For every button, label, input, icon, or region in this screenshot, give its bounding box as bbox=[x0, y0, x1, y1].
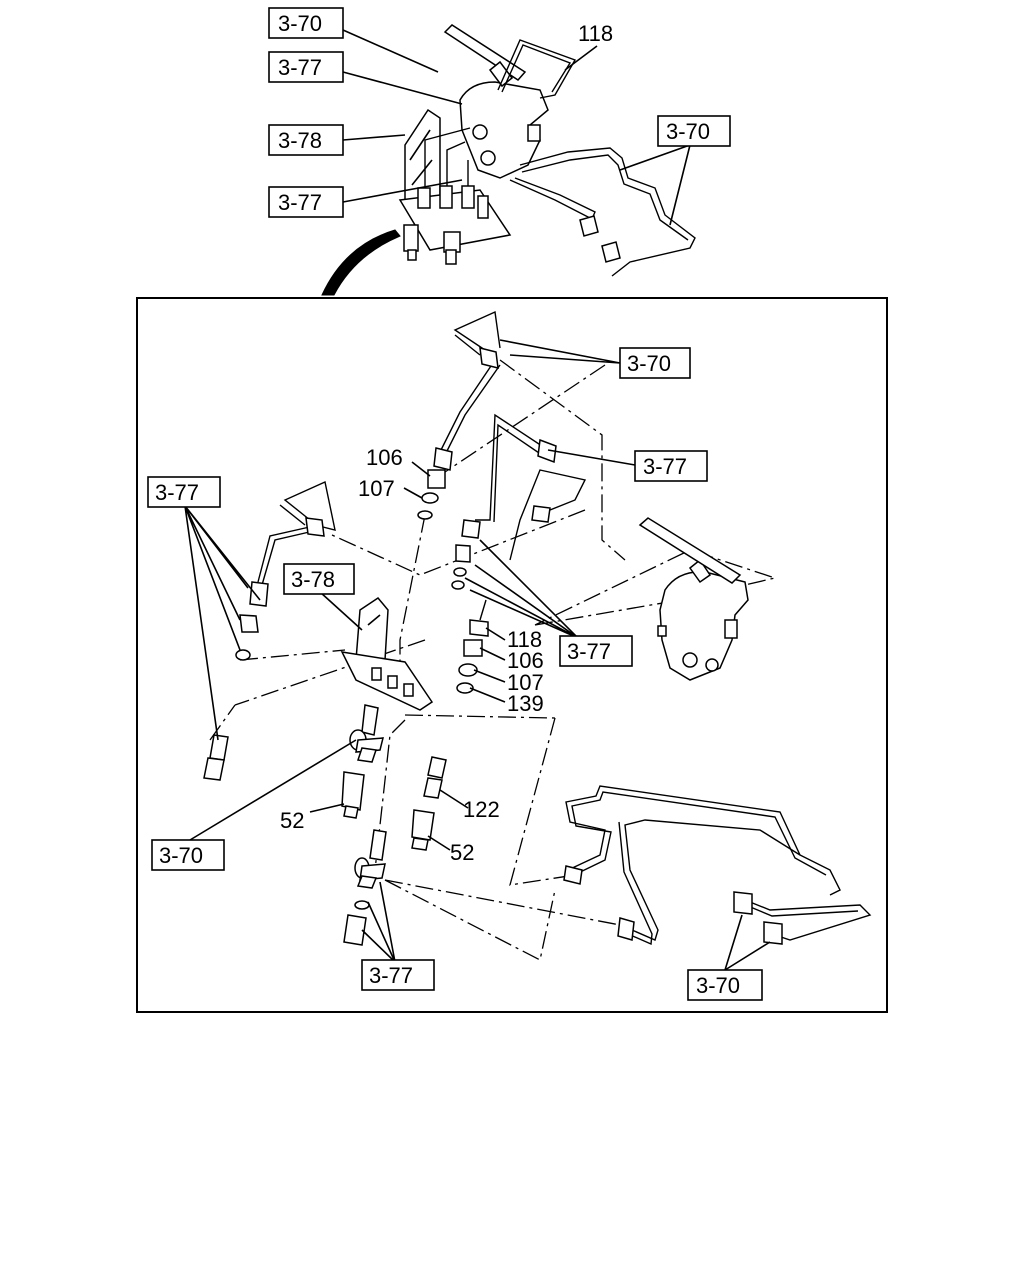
callout-label: 3-77 bbox=[567, 639, 611, 664]
detail-frame bbox=[136, 297, 888, 1013]
callout-label: 3-77 bbox=[278, 190, 322, 215]
part-number: 122 bbox=[463, 797, 500, 822]
callout-label: 3-70 bbox=[159, 843, 203, 868]
detail-parts bbox=[203, 310, 872, 946]
part-number: 107 bbox=[358, 476, 395, 501]
detail-callouts: 3-70 3-77 3-77 3-78 3-77 3-70 3-77 3-70 bbox=[147, 347, 763, 1001]
callout-label: 3-78 bbox=[278, 128, 322, 153]
callout-label: 3-70 bbox=[666, 119, 710, 144]
callout-label: 3-77 bbox=[643, 454, 687, 479]
part-number: 118 bbox=[507, 627, 542, 652]
assembly-centerlines bbox=[209, 359, 778, 961]
callout-label: 3-77 bbox=[278, 55, 322, 80]
callout-label: 3-78 bbox=[291, 567, 335, 592]
callout-label: 3-70 bbox=[696, 973, 740, 998]
part-number: 107 bbox=[507, 670, 544, 695]
part-number: 106 bbox=[366, 445, 403, 470]
detail-leaders bbox=[184, 339, 771, 971]
overview-leaders bbox=[342, 29, 691, 226]
callout-label: 3-77 bbox=[369, 963, 413, 988]
part-number: 52 bbox=[450, 840, 474, 865]
part-number: 106 bbox=[507, 648, 544, 673]
detail-arrow bbox=[321, 229, 401, 296]
callout-label: 3-70 bbox=[627, 351, 671, 376]
part-number: 139 bbox=[507, 691, 544, 716]
callout-label: 3-77 bbox=[155, 480, 199, 505]
overview-assembly bbox=[398, 24, 696, 277]
overview-callouts: 3-70 3-77 3-78 3-77 3-70 118 bbox=[268, 7, 731, 218]
callout-label: 3-70 bbox=[278, 11, 322, 36]
part-numbers: 106 107 118 106 107 139 122 52 52 bbox=[280, 445, 544, 865]
part-number: 52 bbox=[280, 808, 304, 833]
part-number: 118 bbox=[578, 21, 613, 46]
